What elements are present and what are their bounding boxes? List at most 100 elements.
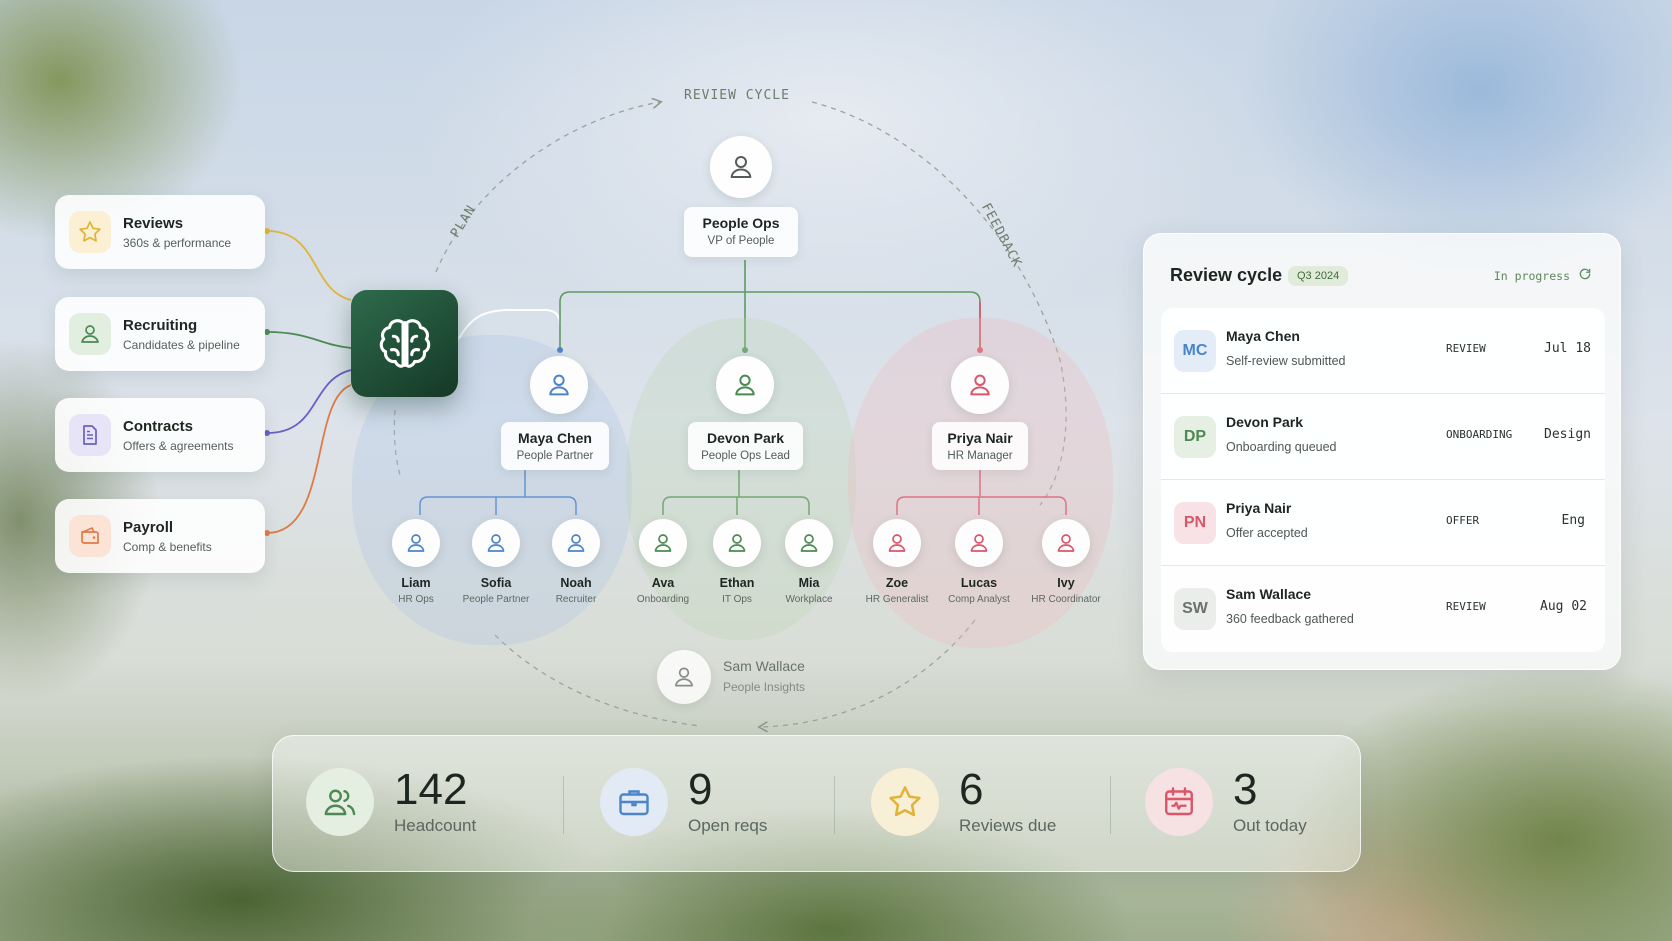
person-icon [675, 667, 693, 687]
refresh-icon[interactable] [1578, 267, 1592, 284]
node-name: Maya Chen [518, 430, 592, 446]
node-role: VP of People [707, 235, 775, 247]
row-name: Maya Chen [1226, 328, 1300, 344]
list-item[interactable]: DP Devon Park Onboarding queued ONBOARDI… [1161, 394, 1605, 480]
stage-tag: OFFER [1446, 514, 1480, 527]
row-meta: Aug 02 [1540, 599, 1587, 614]
row-status: Onboarding queued [1226, 440, 1337, 454]
list-item[interactable]: PN Priya Nair Offer accepted OFFER Eng [1161, 480, 1605, 566]
ai-hub-button[interactable] [351, 290, 458, 397]
person-icon [487, 534, 505, 552]
module-subtitle: Comp & benefits [123, 539, 212, 554]
avatar-ivy[interactable] [1042, 519, 1090, 567]
stat-value: 142 [394, 765, 468, 814]
progress-status: In progress [1494, 267, 1592, 284]
node-name: Sofia [480, 576, 512, 590]
list-item[interactable]: SW Sam Wallace 360 feedback gathered REV… [1161, 566, 1605, 652]
person-icon [735, 374, 755, 396]
document-icon [69, 414, 111, 456]
node-role: HR Coordinator [1031, 594, 1101, 605]
avatar-devon-park[interactable] [716, 356, 774, 414]
person-icon [970, 374, 990, 396]
avatar-maya-chen[interactable] [530, 356, 588, 414]
row-name: Devon Park [1226, 414, 1304, 430]
avatar-root[interactable] [710, 136, 772, 198]
avatar: DP [1174, 416, 1216, 458]
row-status: Self-review submitted [1226, 354, 1346, 368]
person-icon [407, 534, 425, 552]
avatar-zoe[interactable] [873, 519, 921, 567]
node-name: Devon Park [706, 430, 785, 446]
module-title: Recruiting [123, 316, 198, 334]
row-status: Offer accepted [1226, 526, 1308, 540]
node-name: Sam Wallace [723, 658, 805, 674]
node-name: Zoe [885, 576, 909, 590]
node-role: HR Generalist [865, 594, 929, 605]
person-icon [69, 313, 111, 355]
person-icon [970, 534, 988, 552]
row-meta: Jul 18 [1544, 341, 1591, 356]
stage-tag: REVIEW [1446, 342, 1486, 355]
stat-label: Out today [1233, 816, 1307, 835]
module-title: Payroll [123, 518, 174, 536]
avatar-ava[interactable] [639, 519, 687, 567]
avatar-priya-nair[interactable] [951, 356, 1009, 414]
node-role: Recruiter [555, 594, 597, 605]
module-card-reviews[interactable]: Reviews 360s & performance [55, 195, 265, 269]
row-meta: Design [1544, 427, 1591, 442]
person-icon [1057, 534, 1075, 552]
review-cycle-panel: Review cycle Q3 2024 In progress MC Maya… [1143, 233, 1621, 670]
node-name: Ava [651, 576, 675, 590]
node-role: Workplace [785, 594, 833, 605]
list-item[interactable]: MC Maya Chen Self-review submitted REVIE… [1161, 308, 1605, 394]
person-icon [728, 534, 746, 552]
avatar-mia[interactable] [785, 519, 833, 567]
stat-label: Headcount [394, 816, 477, 835]
node-role: HR Manager [947, 450, 1013, 462]
quarter-badge: Q3 2024 [1288, 266, 1349, 286]
report-ivy: Ivy HR Coordinator [1011, 576, 1121, 605]
module-title: Reviews [123, 214, 184, 232]
avatar-lucas[interactable] [955, 519, 1003, 567]
node-role: Comp Analyst [948, 594, 1010, 605]
manager-label-maya: Maya Chen People Partner [501, 422, 609, 470]
people-icon [306, 768, 374, 836]
avatar-sam-wallace[interactable] [657, 650, 711, 704]
stat-value: 6 [959, 765, 984, 814]
arc-label-plan: PLAN [447, 202, 480, 241]
node-name: Ivy [1057, 576, 1075, 590]
stat-label: Open reqs [688, 816, 768, 835]
node-name: Noah [560, 576, 592, 590]
star-icon [69, 211, 111, 253]
module-subtitle: 360s & performance [123, 235, 232, 250]
avatar-liam[interactable] [392, 519, 440, 567]
brain-icon [379, 318, 430, 368]
divider [834, 776, 835, 834]
avatar: PN [1174, 502, 1216, 544]
manager-label-priya: Priya Nair HR Manager [932, 422, 1028, 470]
divider [563, 776, 564, 834]
row-status: 360 feedback gathered [1226, 612, 1354, 626]
node-name: Priya Nair [947, 430, 1013, 446]
person-icon [888, 534, 906, 552]
person-icon [549, 374, 569, 396]
avatar-sofia[interactable] [472, 519, 520, 567]
stage-tag: ONBOARDING [1446, 428, 1513, 441]
avatar-ethan[interactable] [713, 519, 761, 567]
person-icon [654, 534, 672, 552]
avatar-noah[interactable] [552, 519, 600, 567]
floating-node-label: Sam Wallace People Insights [723, 658, 805, 694]
